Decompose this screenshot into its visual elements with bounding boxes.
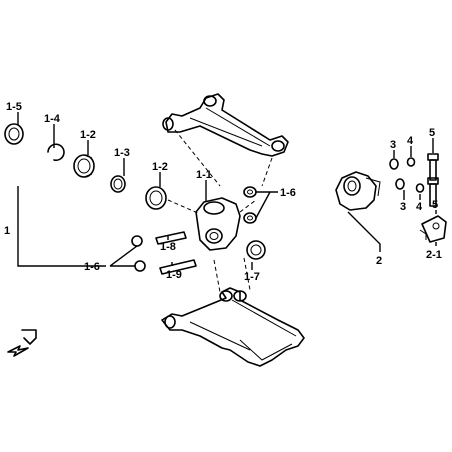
label-1-4: 1-4 xyxy=(44,113,61,125)
callout-labels: 1-5 1-4 1-2 1-3 1-2 1-1 1-6 1 1-8 1-6 1-… xyxy=(4,101,442,283)
label-4-bottom: 4 xyxy=(416,201,423,213)
bushings-1-6-top xyxy=(243,186,257,224)
label-1-6-left: 1-6 xyxy=(84,261,100,273)
lower-a-arm xyxy=(161,257,305,367)
leader-lines xyxy=(17,112,437,270)
label-3-top: 3 xyxy=(390,139,396,151)
circlip xyxy=(47,143,65,162)
label-1-2-right: 1-2 xyxy=(152,161,168,173)
label-5-bottom: 5 xyxy=(432,199,438,211)
label-3-bottom: 3 xyxy=(400,201,406,213)
label-1-2-left: 1-2 xyxy=(80,129,96,141)
label-1-7: 1-7 xyxy=(244,271,260,283)
label-2-1: 2-1 xyxy=(426,249,442,261)
label-2: 2 xyxy=(376,255,382,267)
spacer-ring-1-3 xyxy=(110,175,126,193)
pins-and-bushings xyxy=(131,231,197,275)
knuckle xyxy=(167,197,257,251)
bearing-1-2-left xyxy=(73,154,95,178)
oil-seal-1-7 xyxy=(246,240,266,260)
label-1-3: 1-3 xyxy=(114,147,130,159)
label-5-top: 5 xyxy=(429,127,435,139)
label-1-8: 1-8 xyxy=(160,241,176,253)
bearing-1-2-right xyxy=(145,186,167,210)
upper-a-arm xyxy=(162,93,289,187)
brake-caliper xyxy=(335,153,447,243)
front-direction-icon xyxy=(7,329,37,357)
label-1-5: 1-5 xyxy=(6,101,22,113)
label-4-top: 4 xyxy=(407,135,414,147)
label-1-1: 1-1 xyxy=(196,169,212,181)
label-1: 1 xyxy=(4,225,10,237)
oil-seal-1-5 xyxy=(4,123,24,145)
label-1-6-top: 1-6 xyxy=(280,187,296,199)
label-1-9: 1-9 xyxy=(166,269,182,281)
